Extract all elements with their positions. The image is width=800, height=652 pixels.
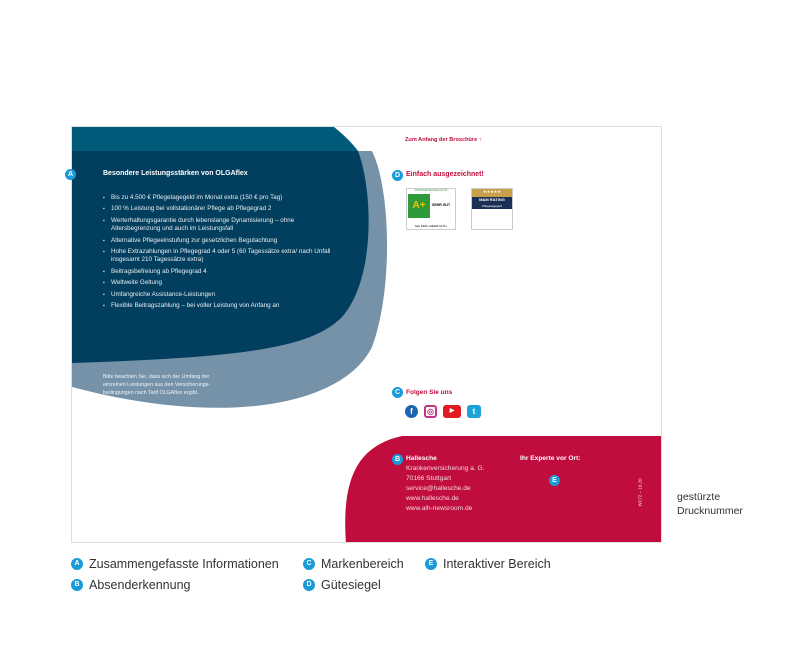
legend-label: Absenderkennung (89, 578, 191, 592)
instagram-icon[interactable]: ◎ (424, 405, 437, 418)
awards-title: Einfach ausgezeichnet! (406, 171, 484, 178)
badge-c: C (392, 387, 403, 398)
website-link[interactable]: www.hallesche.de (406, 495, 459, 502)
legend-a: A Zusammengefasste Informationen (71, 557, 279, 571)
legend-e: E Interaktiver Bereich (425, 557, 551, 571)
rating-title-box: M&M RATING Pflegetagegeld (472, 197, 512, 209)
panel-title: Besondere Leistungsstärken von OLGAflex (103, 170, 248, 177)
red-footer-shape (345, 436, 661, 542)
badge-e[interactable]: E (549, 475, 560, 486)
brochure-page (71, 126, 662, 543)
back-to-top-link[interactable]: Zum Anfang der Broschüre ↑ (405, 137, 482, 143)
legend-label: Gütesiegel (321, 578, 381, 592)
list-item: Flexible Beitragszahlung – bei voller Le… (103, 302, 333, 311)
address-line: Krankenversicherung a. G. (406, 465, 485, 472)
rating-title: M&M RATING (479, 197, 505, 202)
social-icons: f ◎ ▶ t (405, 405, 487, 418)
address-line: 70166 Stuttgart (406, 475, 452, 482)
mm-rating-seal: ★★★★★ M&M RATING Pflegetagegeld (471, 188, 513, 230)
expert-title: Ihr Experte vor Ort: (520, 455, 581, 462)
seal-logo: A+ (408, 194, 430, 218)
list-item: Umfangreiche Assistance-Leistungen (103, 291, 333, 300)
list-item: Beitragsbefreiung ab Pflegegrad 4 (103, 268, 333, 277)
twitter-icon[interactable]: t (467, 405, 481, 418)
legend-c: C Markenbereich (303, 557, 404, 571)
sender-address: Krankenversicherung a. G. 70166 Stuttgar… (406, 464, 484, 514)
list-item: Hohe Extrazahlungen in Pflegegrad 4 oder… (103, 248, 333, 265)
print-number-annotation: gestürzte Drucknummer (677, 491, 743, 517)
legend-badge: C (303, 558, 315, 570)
legend-label: Zusammengefasste Informationen (89, 557, 279, 571)
list-item: Alternative Pflegeeinstufung zur gesetzl… (103, 237, 333, 246)
rating-stars: ★★★★★ (472, 189, 512, 197)
seal-grade: SEHR GUT (432, 203, 451, 207)
quality-seal: UNTERNEHMENSQUALITÄT A+ SEHR GUT Seit 19… (406, 188, 456, 230)
legend-label: Interaktiver Bereich (443, 557, 551, 571)
scope-note: Bitte beachten Sie, dass sich der Umfang… (103, 374, 211, 396)
newsroom-link[interactable]: www.alh-newsroom.de (406, 505, 473, 512)
legend-badge: E (425, 558, 437, 570)
legend-badge: D (303, 579, 315, 591)
rating-sub: Pflegetagegeld (481, 204, 503, 208)
legend-badge: A (71, 558, 83, 570)
email-link[interactable]: service@hallesche.de (406, 485, 471, 492)
list-item: 100 % Leistung bei vollstationärer Pfleg… (103, 205, 333, 214)
legend-label: Markenbereich (321, 557, 404, 571)
social-title: Folgen Sie uns (406, 389, 453, 396)
background-shapes (72, 127, 661, 542)
list-item: Werterhaltungsgarantie durch lebenslange… (103, 217, 333, 234)
print-number: W272 – 10.20 (637, 478, 643, 507)
legend-badge: B (71, 579, 83, 591)
seal-bottom: Seit 1996 »SEHR GUT« (414, 224, 448, 228)
badge-d: D (392, 170, 403, 181)
legend-b: B Absenderkennung (71, 578, 190, 592)
youtube-icon[interactable]: ▶ (443, 405, 461, 418)
teal-band (72, 127, 358, 151)
list-item: Bis zu 4.500 € Pflegetagegeld im Monat e… (103, 194, 333, 203)
legend-d: D Gütesiegel (303, 578, 381, 592)
seal-top-text: UNTERNEHMENSQUALITÄT (414, 189, 448, 192)
sender-name: Hallesche (406, 455, 437, 462)
facebook-icon[interactable]: f (405, 405, 418, 418)
benefits-list: Bis zu 4.500 € Pflegetagegeld im Monat e… (103, 194, 333, 313)
badge-b: B (392, 454, 403, 465)
badge-a: A (65, 169, 76, 180)
list-item: Weltweite Geltung (103, 279, 333, 288)
